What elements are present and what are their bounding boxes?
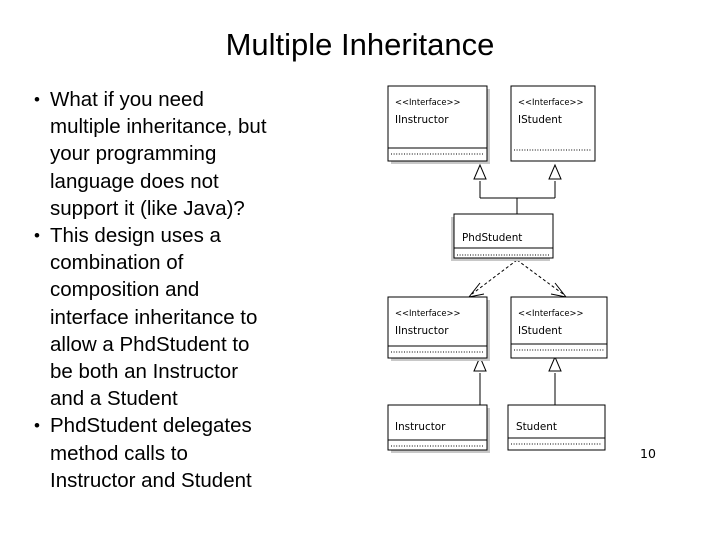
- list-item: • PhdStudent delegates method calls to I…: [22, 412, 352, 494]
- uml-class-diagram: <<Interface>> IInstructor <<Interface>> …: [370, 78, 620, 460]
- uml-node-mid-iinstructor[interactable]: <<Interface>> IInstructor: [387, 296, 490, 361]
- uml-node-name: Instructor: [395, 421, 446, 433]
- uml-node-stereotype: <<Interface>>: [395, 308, 461, 318]
- uml-node-instructor[interactable]: Instructor: [387, 404, 490, 453]
- uml-node-mid-istudent[interactable]: <<Interface>> IStudent: [510, 296, 608, 359]
- page-number: 10: [640, 446, 656, 461]
- uml-node-top-iinstructor[interactable]: <<Interface>> IInstructor: [387, 85, 490, 164]
- edge-phdstudent-to-top-interfaces: [473, 163, 562, 214]
- bullet-list: • What if you need multiple inheritance,…: [22, 86, 352, 494]
- page-title: Multiple Inheritance: [225, 27, 495, 62]
- uml-node-name: Student: [516, 421, 557, 433]
- list-item-text: This design uses a combination of compos…: [50, 224, 258, 411]
- uml-node-stereotype: <<Interface>>: [518, 308, 584, 318]
- edge-student-to-istudent: [548, 355, 562, 405]
- uml-node-top-istudent[interactable]: <<Interface>> IStudent: [510, 85, 596, 162]
- list-item: • This design uses a combination of comp…: [22, 222, 352, 412]
- uml-node-name: PhdStudent: [462, 232, 522, 244]
- list-item-text: What if you need multiple inheritance, b…: [50, 88, 267, 220]
- bullet-marker-icon: •: [34, 90, 40, 109]
- list-item-text: PhdStudent delegates method calls to Ins…: [50, 414, 252, 492]
- uml-node-name: IInstructor: [395, 114, 449, 126]
- uml-node-name: IInstructor: [395, 325, 449, 337]
- uml-node-phdstudent[interactable]: PhdStudent: [451, 213, 554, 261]
- uml-node-stereotype: <<Interface>>: [395, 97, 461, 107]
- bullet-marker-icon: •: [34, 226, 40, 246]
- edge-phdstudent-to-mid-interfaces: [467, 259, 568, 298]
- bullet-marker-icon: •: [34, 416, 40, 436]
- uml-node-stereotype: <<Interface>>: [518, 97, 584, 107]
- uml-node-name: IStudent: [518, 114, 562, 126]
- list-item: • What if you need multiple inheritance,…: [22, 86, 352, 222]
- edge-instructor-to-iinstructor: [473, 355, 487, 405]
- uml-node-name: IStudent: [518, 325, 562, 337]
- uml-node-student[interactable]: Student: [507, 404, 606, 451]
